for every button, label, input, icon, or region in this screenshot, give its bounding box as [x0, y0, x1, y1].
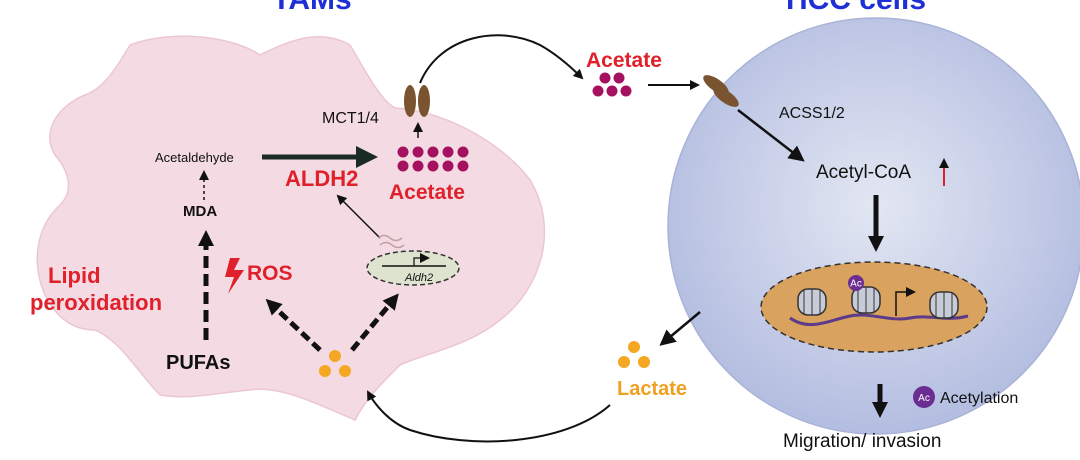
nucleosome-1	[797, 288, 827, 316]
arrow-mct-to-acetate	[419, 34, 584, 84]
mct-transporter	[404, 85, 430, 117]
lactate-extracellular-label: Lactate	[617, 378, 687, 400]
hcc-transporter	[703, 75, 739, 107]
lipid-label-line2: peroxidation	[30, 290, 162, 315]
arrow-lactate-to-gene	[350, 293, 399, 352]
transcription-start-arrow	[895, 287, 916, 316]
mda-label: MDA	[183, 203, 217, 220]
ac-badge-nucleus-label: Ac	[850, 279, 862, 290]
acetaldehyde-label: Acetaldehyde	[155, 150, 234, 165]
acetate-dots-tam	[397, 146, 469, 172]
lipid-label-line1: Lipid	[48, 263, 101, 288]
acetate-dots-extracellular	[592, 72, 632, 97]
ros-label: ROS	[247, 262, 293, 285]
acetylation-label: Acetylation	[940, 390, 1018, 407]
lactate-dots-extracellular	[618, 341, 650, 368]
aldh2-gene-region	[366, 250, 460, 286]
nucleosome-2	[851, 286, 881, 314]
mrna-squiggle	[377, 234, 405, 249]
nucleosome-3	[929, 291, 959, 319]
nucleosome-chromatin: Ac	[789, 275, 969, 327]
mct-label: MCT1/4	[322, 110, 379, 127]
arrow-lactate-return-to-tam	[367, 390, 611, 443]
aldh2-enzyme-label: ALDH2	[285, 166, 358, 191]
acetyl-coa-label: Acetyl-CoA	[816, 162, 911, 183]
lightning-icon	[225, 258, 244, 294]
arrow-acss-to-acetylcoa	[737, 109, 805, 162]
gene-start-arrow	[413, 253, 430, 266]
tams-title: TAMs	[272, 0, 351, 16]
acss-label: ACSS1/2	[779, 105, 845, 122]
acetate-extracellular-label: Acetate	[586, 49, 662, 72]
pufas-label: PUFAs	[166, 352, 230, 374]
acetate-tam-label: Acetate	[389, 181, 465, 204]
tam-cell-body	[36, 35, 546, 421]
ac-badge-nucleus	[848, 275, 864, 291]
lactate-dots-tam	[319, 350, 351, 377]
arrow-hcc-to-lactate	[659, 311, 701, 346]
ac-badge-legend-label: Ac	[918, 393, 930, 404]
arrow-gene-to-aldh2	[336, 194, 381, 239]
hcc-title: HCC cells	[786, 0, 926, 16]
outcome-label: Migration/ invasion	[783, 431, 941, 452]
arrow-lactate-to-ros	[265, 298, 322, 352]
ac-badge-legend	[913, 386, 935, 408]
aldh2-gene-label: Aldh2	[404, 272, 433, 284]
